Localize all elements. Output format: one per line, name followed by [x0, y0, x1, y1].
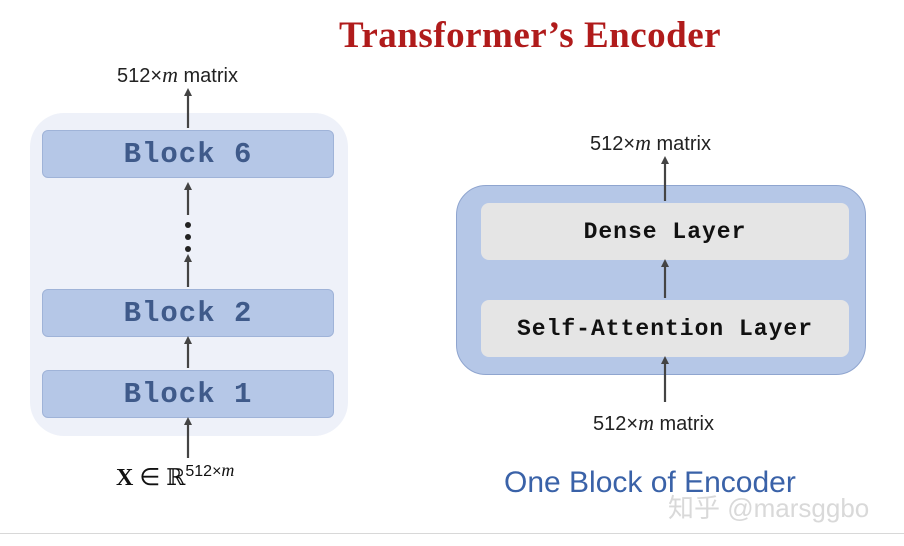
encoder-input-label: 512×m matrix	[593, 410, 714, 435]
stack-output-label: 512×m matrix	[117, 62, 238, 87]
diagram-title: Transformer’s Encoder	[338, 15, 722, 56]
block-2: Block 2	[42, 289, 334, 337]
bottom-divider	[0, 533, 904, 534]
input-matrix-label: X ∈ ℝ512×m	[116, 460, 235, 491]
block-1: Block 1	[42, 370, 334, 418]
encoder-caption: One Block of Encoder	[504, 466, 796, 499]
encoder-output-label: 512×m matrix	[590, 130, 711, 155]
watermark: 知乎 @marsggbo	[668, 493, 870, 523]
block-6: Block 6	[42, 130, 334, 178]
dense-layer: Dense Layer	[481, 203, 849, 260]
ellipsis-dots	[185, 222, 191, 252]
self-attention-layer: Self-Attention Layer	[481, 300, 849, 357]
